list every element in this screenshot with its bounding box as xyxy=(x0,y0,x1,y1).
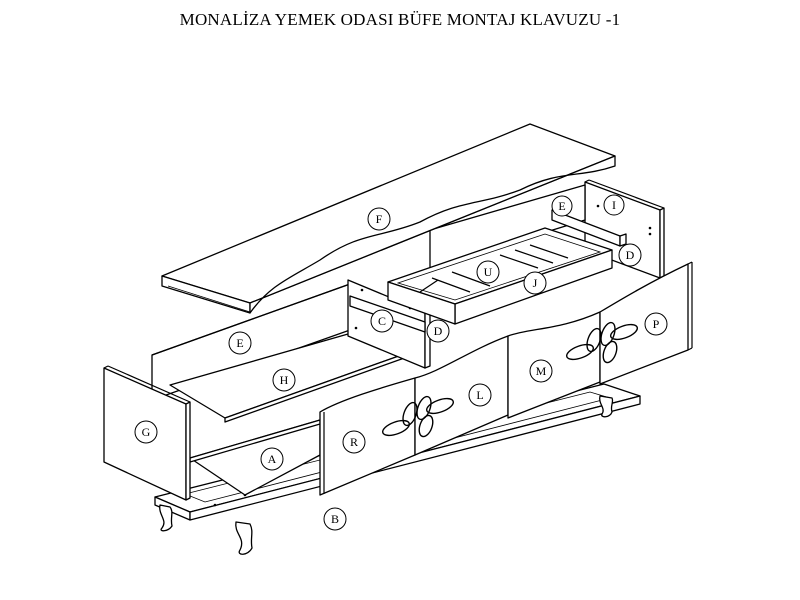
svg-text:P: P xyxy=(653,317,660,331)
svg-text:M: M xyxy=(536,364,547,378)
label-C: C xyxy=(370,309,394,333)
part-door-P xyxy=(599,261,693,385)
label-A: A xyxy=(260,447,284,471)
label-H: H xyxy=(272,368,296,392)
svg-text:A: A xyxy=(268,452,277,466)
label-L: L xyxy=(468,383,492,407)
svg-text:C: C xyxy=(378,314,386,328)
svg-text:L: L xyxy=(476,388,483,402)
svg-text:U: U xyxy=(484,265,493,279)
label-J: J xyxy=(523,271,547,295)
svg-text:E: E xyxy=(236,336,243,350)
svg-text:R: R xyxy=(350,435,358,449)
diagram-title: MONALİZA YEMEK ODASI BÜFE MONTAJ KLAVUZU… xyxy=(179,10,621,29)
svg-text:D: D xyxy=(434,324,443,338)
label-D-right: D xyxy=(618,243,642,267)
svg-text:F: F xyxy=(376,212,383,226)
svg-text:I: I xyxy=(612,198,616,212)
label-D-left: D xyxy=(426,319,450,343)
label-P: P xyxy=(644,312,668,336)
part-rail-D-right xyxy=(551,209,627,247)
svg-text:G: G xyxy=(142,425,151,439)
svg-text:E: E xyxy=(558,199,565,213)
svg-text:B: B xyxy=(331,512,339,526)
label-I: I xyxy=(603,194,625,216)
part-door-R xyxy=(319,377,416,496)
svg-text:J: J xyxy=(533,276,538,290)
ornament-right xyxy=(565,321,639,364)
label-G: G xyxy=(134,420,158,444)
label-R: R xyxy=(342,430,366,454)
svg-text:D: D xyxy=(626,248,635,262)
label-U: U xyxy=(476,260,500,284)
label-B: B xyxy=(323,507,347,531)
svg-text:H: H xyxy=(280,373,289,387)
label-E-left: E xyxy=(228,331,252,355)
label-M: M xyxy=(529,359,553,383)
label-F: F xyxy=(367,207,391,231)
label-E-top: E xyxy=(551,195,573,217)
part-back-strip-E-top xyxy=(429,184,586,269)
ornament-left xyxy=(381,395,455,438)
